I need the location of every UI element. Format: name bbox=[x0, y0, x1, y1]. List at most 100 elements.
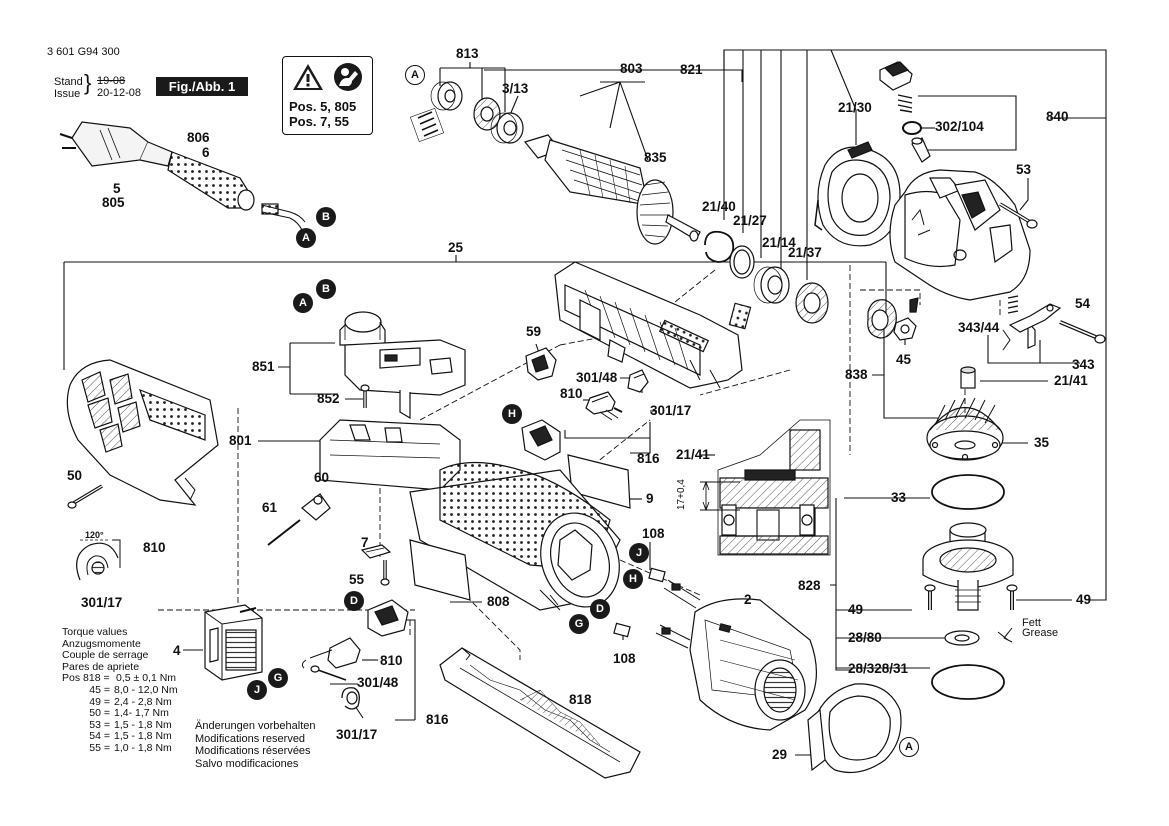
torque-value: 1,4- 1,7 Nm bbox=[114, 707, 169, 720]
part-label: 810 bbox=[560, 386, 583, 401]
nut-45 bbox=[893, 297, 919, 341]
screw-54 bbox=[1059, 320, 1106, 344]
carbon-brush-301-48 bbox=[627, 369, 649, 393]
part-label: 59 bbox=[526, 324, 542, 339]
part-label: 301/17 bbox=[650, 403, 692, 418]
cord-end bbox=[261, 203, 306, 231]
part-label: 301/17 bbox=[336, 727, 378, 742]
torque-pos: 50 = bbox=[89, 707, 110, 720]
warning-triangle-icon bbox=[293, 64, 323, 90]
torque-pos: 55 = bbox=[89, 741, 110, 754]
pin-61 bbox=[267, 519, 301, 546]
torque-value: 1,0 - 1,8 Nm bbox=[114, 741, 172, 754]
part-label: 61 bbox=[262, 500, 278, 515]
part-label: 818 bbox=[569, 692, 592, 707]
part-label: 49 bbox=[1076, 592, 1092, 607]
bushing-21-41 bbox=[960, 366, 976, 389]
o-ring-33 bbox=[931, 474, 1005, 510]
part-label: 810 bbox=[143, 540, 166, 555]
part-label: 816 bbox=[637, 451, 660, 466]
torque-heading-es: Pares de apriete bbox=[62, 660, 140, 673]
part-label: 29 bbox=[772, 747, 788, 762]
torque-row: 45 = 8,0 - 12,0 Nm bbox=[62, 683, 178, 697]
figure-label: Fig./Abb. 1 bbox=[156, 77, 248, 96]
part-label: 806 bbox=[187, 130, 210, 145]
callout-d: D bbox=[344, 591, 364, 611]
connector-108-bottom bbox=[613, 622, 631, 638]
torque-row: 49 =2,4 - 2,8 Nm bbox=[62, 696, 178, 709]
o-ring-28-328-31 bbox=[931, 664, 1005, 700]
part-label: 301/48 bbox=[576, 370, 618, 385]
torque-value: 8,0 - 12,0 Nm bbox=[114, 683, 178, 696]
warning-line-2: Pos. 7, 55 bbox=[289, 114, 349, 129]
callout-j: J bbox=[247, 680, 267, 700]
part-label: 21/41 bbox=[676, 447, 710, 462]
carbon-brush-810-bottom bbox=[301, 637, 361, 669]
lock-spring bbox=[897, 94, 913, 113]
part-label: 60 bbox=[314, 470, 330, 485]
part-label: 828 bbox=[798, 578, 821, 593]
torque-value: 1,5 - 1,8 Nm bbox=[114, 718, 172, 731]
handle-shell-25 bbox=[66, 359, 219, 506]
part-label: 35 bbox=[1034, 435, 1050, 450]
gear-head-cover-21-30 bbox=[814, 141, 901, 247]
part-label: 28/80 bbox=[848, 630, 882, 645]
armature-835 bbox=[523, 134, 701, 245]
part-label: 21/27 bbox=[733, 213, 767, 228]
callout-j: J bbox=[629, 543, 649, 563]
insulation-sheet-9 bbox=[567, 454, 631, 509]
torque-row: 53 =1,5 - 1,8 Nm bbox=[62, 718, 178, 732]
part-label: 808 bbox=[487, 594, 510, 609]
grease-note-en: Grease bbox=[1022, 627, 1059, 639]
part-label: 50 bbox=[67, 468, 83, 483]
part-label: 21/30 bbox=[838, 100, 872, 115]
callout-a: A bbox=[293, 293, 313, 313]
part-label: 821 bbox=[680, 62, 703, 77]
torque-row: 50 = 1,4- 1,7 Nm bbox=[62, 708, 178, 720]
spring-813 bbox=[409, 107, 445, 143]
spindle-lock-spring-343 bbox=[1002, 295, 1062, 351]
part-label: 852 bbox=[317, 391, 340, 406]
part-label: 838 bbox=[845, 367, 868, 382]
part-label: 25 bbox=[448, 240, 464, 255]
callout-h: H bbox=[623, 569, 643, 589]
interference-suppressor-4 bbox=[204, 604, 263, 681]
part-label: 3/13 bbox=[502, 81, 529, 96]
torque-row: 55 = 1,0 - 1,8 Nm bbox=[62, 741, 178, 755]
o-ring-302-104 bbox=[902, 121, 922, 135]
cross-section-detail bbox=[700, 419, 831, 556]
screw-50 bbox=[67, 484, 103, 509]
torque-row: Pos 818 =0,5 ± 0,1 Nm bbox=[62, 673, 178, 685]
modifications-de: Änderungen vorbehalten bbox=[195, 720, 316, 732]
issue-value: 20-12-08 bbox=[97, 87, 142, 99]
dimension-label: 17+0,4 bbox=[676, 479, 687, 510]
part-label: 301/48 bbox=[357, 675, 399, 690]
issue-label: Issue bbox=[54, 88, 81, 100]
part-label: 54 bbox=[1075, 296, 1091, 311]
carbon-brush-holder-59 bbox=[525, 347, 557, 381]
spring-301-17-bottom bbox=[341, 687, 360, 710]
torque-pos: 45 = bbox=[89, 683, 110, 696]
part-label: 840 bbox=[1046, 109, 1069, 124]
lever-60 bbox=[301, 493, 331, 521]
torque-value: 0,5 ± 0,1 Nm bbox=[116, 672, 177, 685]
part-label: 21/14 bbox=[762, 235, 796, 250]
part-label: 21/40 bbox=[702, 199, 736, 214]
leader-lines bbox=[63, 49, 1107, 756]
callout-a: A bbox=[899, 737, 919, 757]
gear-housing bbox=[889, 169, 1031, 301]
part-label: 813 bbox=[456, 46, 479, 61]
circlip-21-40 bbox=[704, 230, 735, 263]
screw-55 bbox=[380, 560, 390, 586]
part-label: 816 bbox=[426, 712, 449, 727]
part-label: 805 bbox=[102, 195, 125, 210]
switch-851 bbox=[339, 311, 466, 420]
housing-half-shell bbox=[554, 261, 743, 389]
part-label: 21/41 bbox=[1054, 373, 1088, 388]
stand-value: 19-08 bbox=[97, 75, 126, 87]
callout-g: G bbox=[569, 614, 589, 634]
insulation-sheet-808 bbox=[409, 539, 471, 601]
callout-a: A bbox=[405, 65, 425, 85]
motor-housing-801 bbox=[319, 419, 621, 611]
part-label: 108 bbox=[613, 651, 636, 666]
